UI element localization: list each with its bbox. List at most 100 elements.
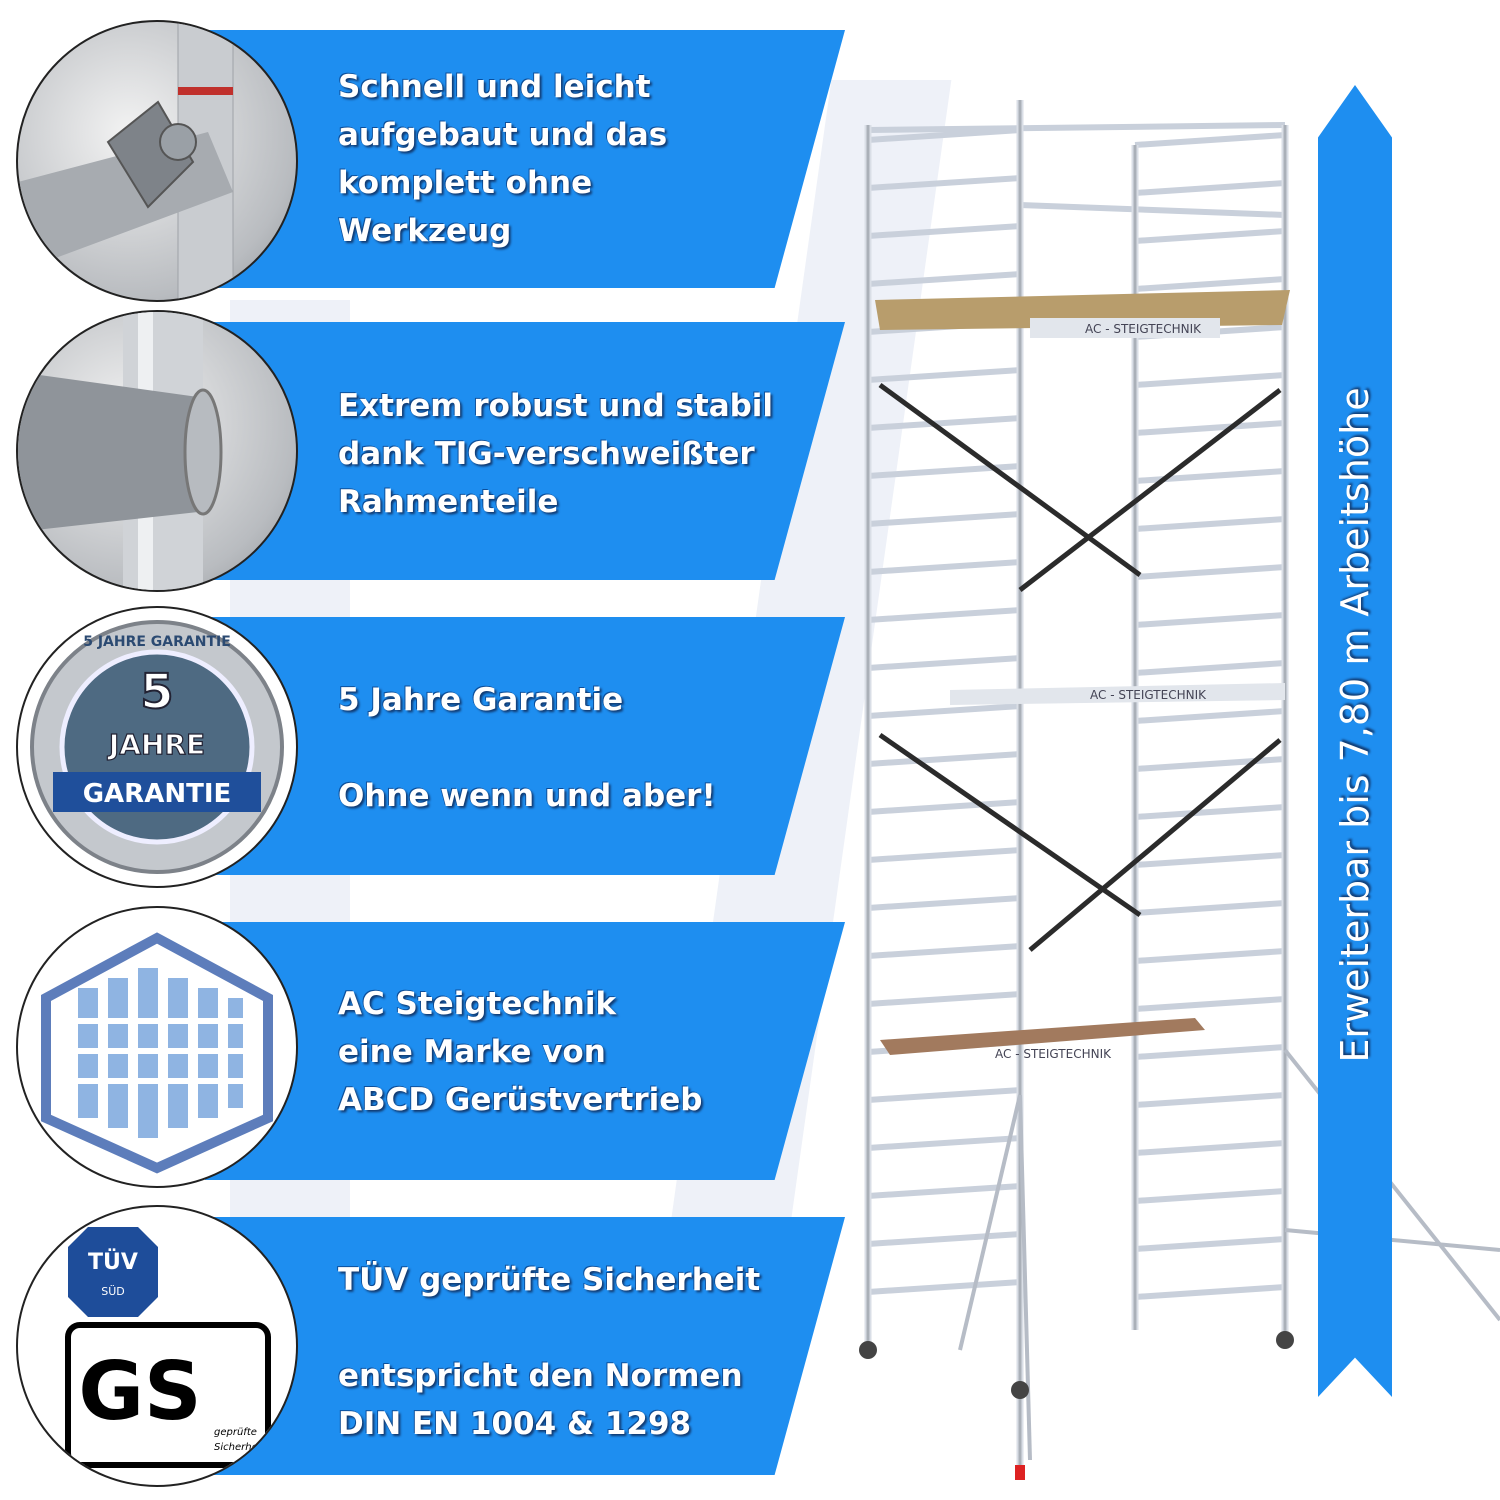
rung [1134,276,1286,292]
feature-text-4: AC Steigtechnik eine Marke von ABCD Gerü… [338,980,702,1124]
rung [1134,516,1286,532]
rung [1134,1092,1286,1108]
weld-seam-photo [16,310,298,592]
rung [867,122,1286,133]
clamp-icon [18,22,234,300]
rung [1134,1188,1286,1204]
rung [867,1279,1021,1295]
rung [1134,612,1286,628]
seal-icon: 5 JAHRE GARANTIE 5 JAHRE GARANTIE [30,620,284,874]
text-line: dank TIG-verschweißter [338,436,755,472]
rung [867,655,1021,671]
text-line: entspricht den Normen [338,1358,743,1394]
rung [1134,852,1286,868]
tuv-gs-icon: TÜV SÜD GS geprüfte Sicherheit [65,1227,271,1468]
rung [1134,420,1286,436]
rung [867,991,1021,1007]
rung [1134,996,1286,1012]
text-line: komplett ohne [338,165,593,201]
rung [867,175,1021,191]
rung [1134,1284,1286,1300]
feature-banner-5 [205,1217,845,1475]
wheels [859,1331,1294,1480]
rung [1134,708,1286,724]
rung [867,1231,1021,1247]
rung [1134,180,1286,196]
rung [1134,756,1286,772]
rung [867,367,1021,383]
rung [867,703,1021,719]
feature-banner-3 [205,617,845,875]
scaffold-tower-image: AC - STEIGTECHNIK AC - STEIGTECHNIK AC -… [859,100,1500,1480]
feature-text-2: Extrem robust und stabil dank TIG-versch… [338,382,773,526]
diagonal-braces [878,382,1282,952]
rung [1134,132,1286,148]
rung [1134,1140,1286,1156]
height-banner-text: Erweiterbar bis 7,80 m Arbeitshöhe [1333,387,1377,1063]
rung [1134,228,1286,244]
building-icon [41,932,273,1174]
warranty-seal: 5 JAHRE GARANTIE 5 JAHRE GARANTIE [16,606,298,888]
feature-text-1: Schnell und leicht aufgebaut und das kom… [338,63,667,255]
rung [1134,1236,1286,1252]
seal-number: 5 [140,664,173,720]
platform-middle [950,683,1285,705]
text-line: Extrem robust und stabil [338,388,774,424]
rung [867,559,1021,575]
rung [867,607,1021,623]
tuv-sub-text: SÜD [101,1285,125,1298]
rung [1134,948,1286,964]
spacer [338,724,716,772]
rung [867,943,1021,959]
text-line: TÜV geprüfte Sicherheit [338,1262,761,1298]
rung [1134,372,1286,388]
text-line: Schnell und leicht [338,69,651,105]
rung [1134,1044,1286,1060]
text-line: DIN EN 1004 & 1298 [338,1406,692,1442]
seal-word-garantie: GARANTIE [83,779,232,809]
rung [867,223,1021,239]
text-line: ABCD Gerüstvertrieb [338,1082,703,1118]
feature-banner-1 [205,30,845,288]
platform-label: AC - STEIGTECHNIK [1090,688,1207,702]
tuv-gs-seal: TÜV SÜD GS geprüfte Sicherheit [16,1205,298,1487]
platform-label: AC - STEIGTECHNIK [995,1047,1112,1061]
gs-note: Sicherheit [214,1442,265,1453]
rung [1134,900,1286,916]
rung [867,127,1021,143]
rung [867,1135,1021,1151]
tuv-text: TÜV [88,1249,138,1275]
platform-bottom [880,1018,1205,1055]
platform-label: AC - STEIGTECHNIK [1085,322,1202,336]
rung [867,751,1021,767]
text-line: aufgebaut und das [338,117,668,153]
gs-note: geprüfte [214,1427,257,1438]
rung [867,799,1021,815]
rung [867,1183,1021,1199]
seal-word-jahre: JAHRE [107,728,205,761]
text-line: 5 Jahre Garantie [338,682,624,718]
rung [867,847,1021,863]
rung [1134,468,1286,484]
rung [867,895,1021,911]
gs-text: GS [78,1345,201,1438]
feature-banner-4 [205,922,845,1180]
rung [867,1087,1021,1103]
text-line: AC Steigtechnik [338,986,617,1022]
rung [867,415,1021,431]
text-line: Ohne wenn und aber! [338,778,716,814]
feature-text-5: TÜV geprüfte Sicherheit entspricht den N… [338,1256,760,1448]
rung [867,271,1021,287]
feature-text-3: 5 Jahre Garantie Ohne wenn und aber! [338,676,716,820]
text-line: Rahmenteile [338,484,559,520]
feature-banner-2 [205,322,845,580]
rung [1019,202,1286,218]
weld-icon [18,312,223,590]
spacer [338,1304,760,1352]
rung [1134,804,1286,820]
clamp-coupling-photo [16,20,298,302]
rung [867,511,1021,527]
height-banner-arrow [1318,85,1392,1397]
building-logo [16,906,298,1188]
